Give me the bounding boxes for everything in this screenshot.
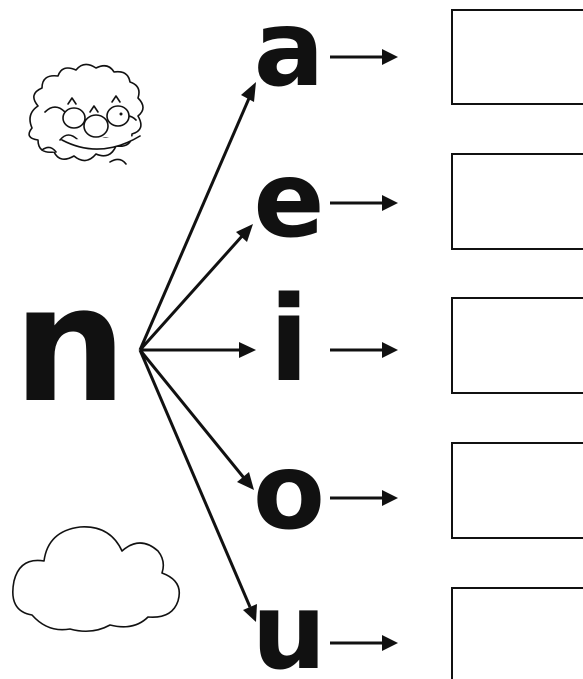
answer-box-u[interactable] <box>451 587 583 679</box>
answer-arrows <box>330 49 398 651</box>
consonant-letter: n <box>13 251 127 438</box>
vowel-i: i <box>269 270 309 408</box>
nest-icon <box>28 63 144 165</box>
cloud-icon <box>12 526 181 633</box>
vowel-e: e <box>253 139 324 261</box>
answer-box-e[interactable] <box>451 153 583 250</box>
vowel-o: o <box>253 431 325 553</box>
answer-box-o[interactable] <box>451 442 583 539</box>
answer-box-i[interactable] <box>451 297 583 394</box>
vowel-a: a <box>254 0 325 110</box>
answer-box-a[interactable] <box>451 9 583 105</box>
fan-arrows <box>138 82 257 622</box>
vowel-u: u <box>252 571 327 679</box>
